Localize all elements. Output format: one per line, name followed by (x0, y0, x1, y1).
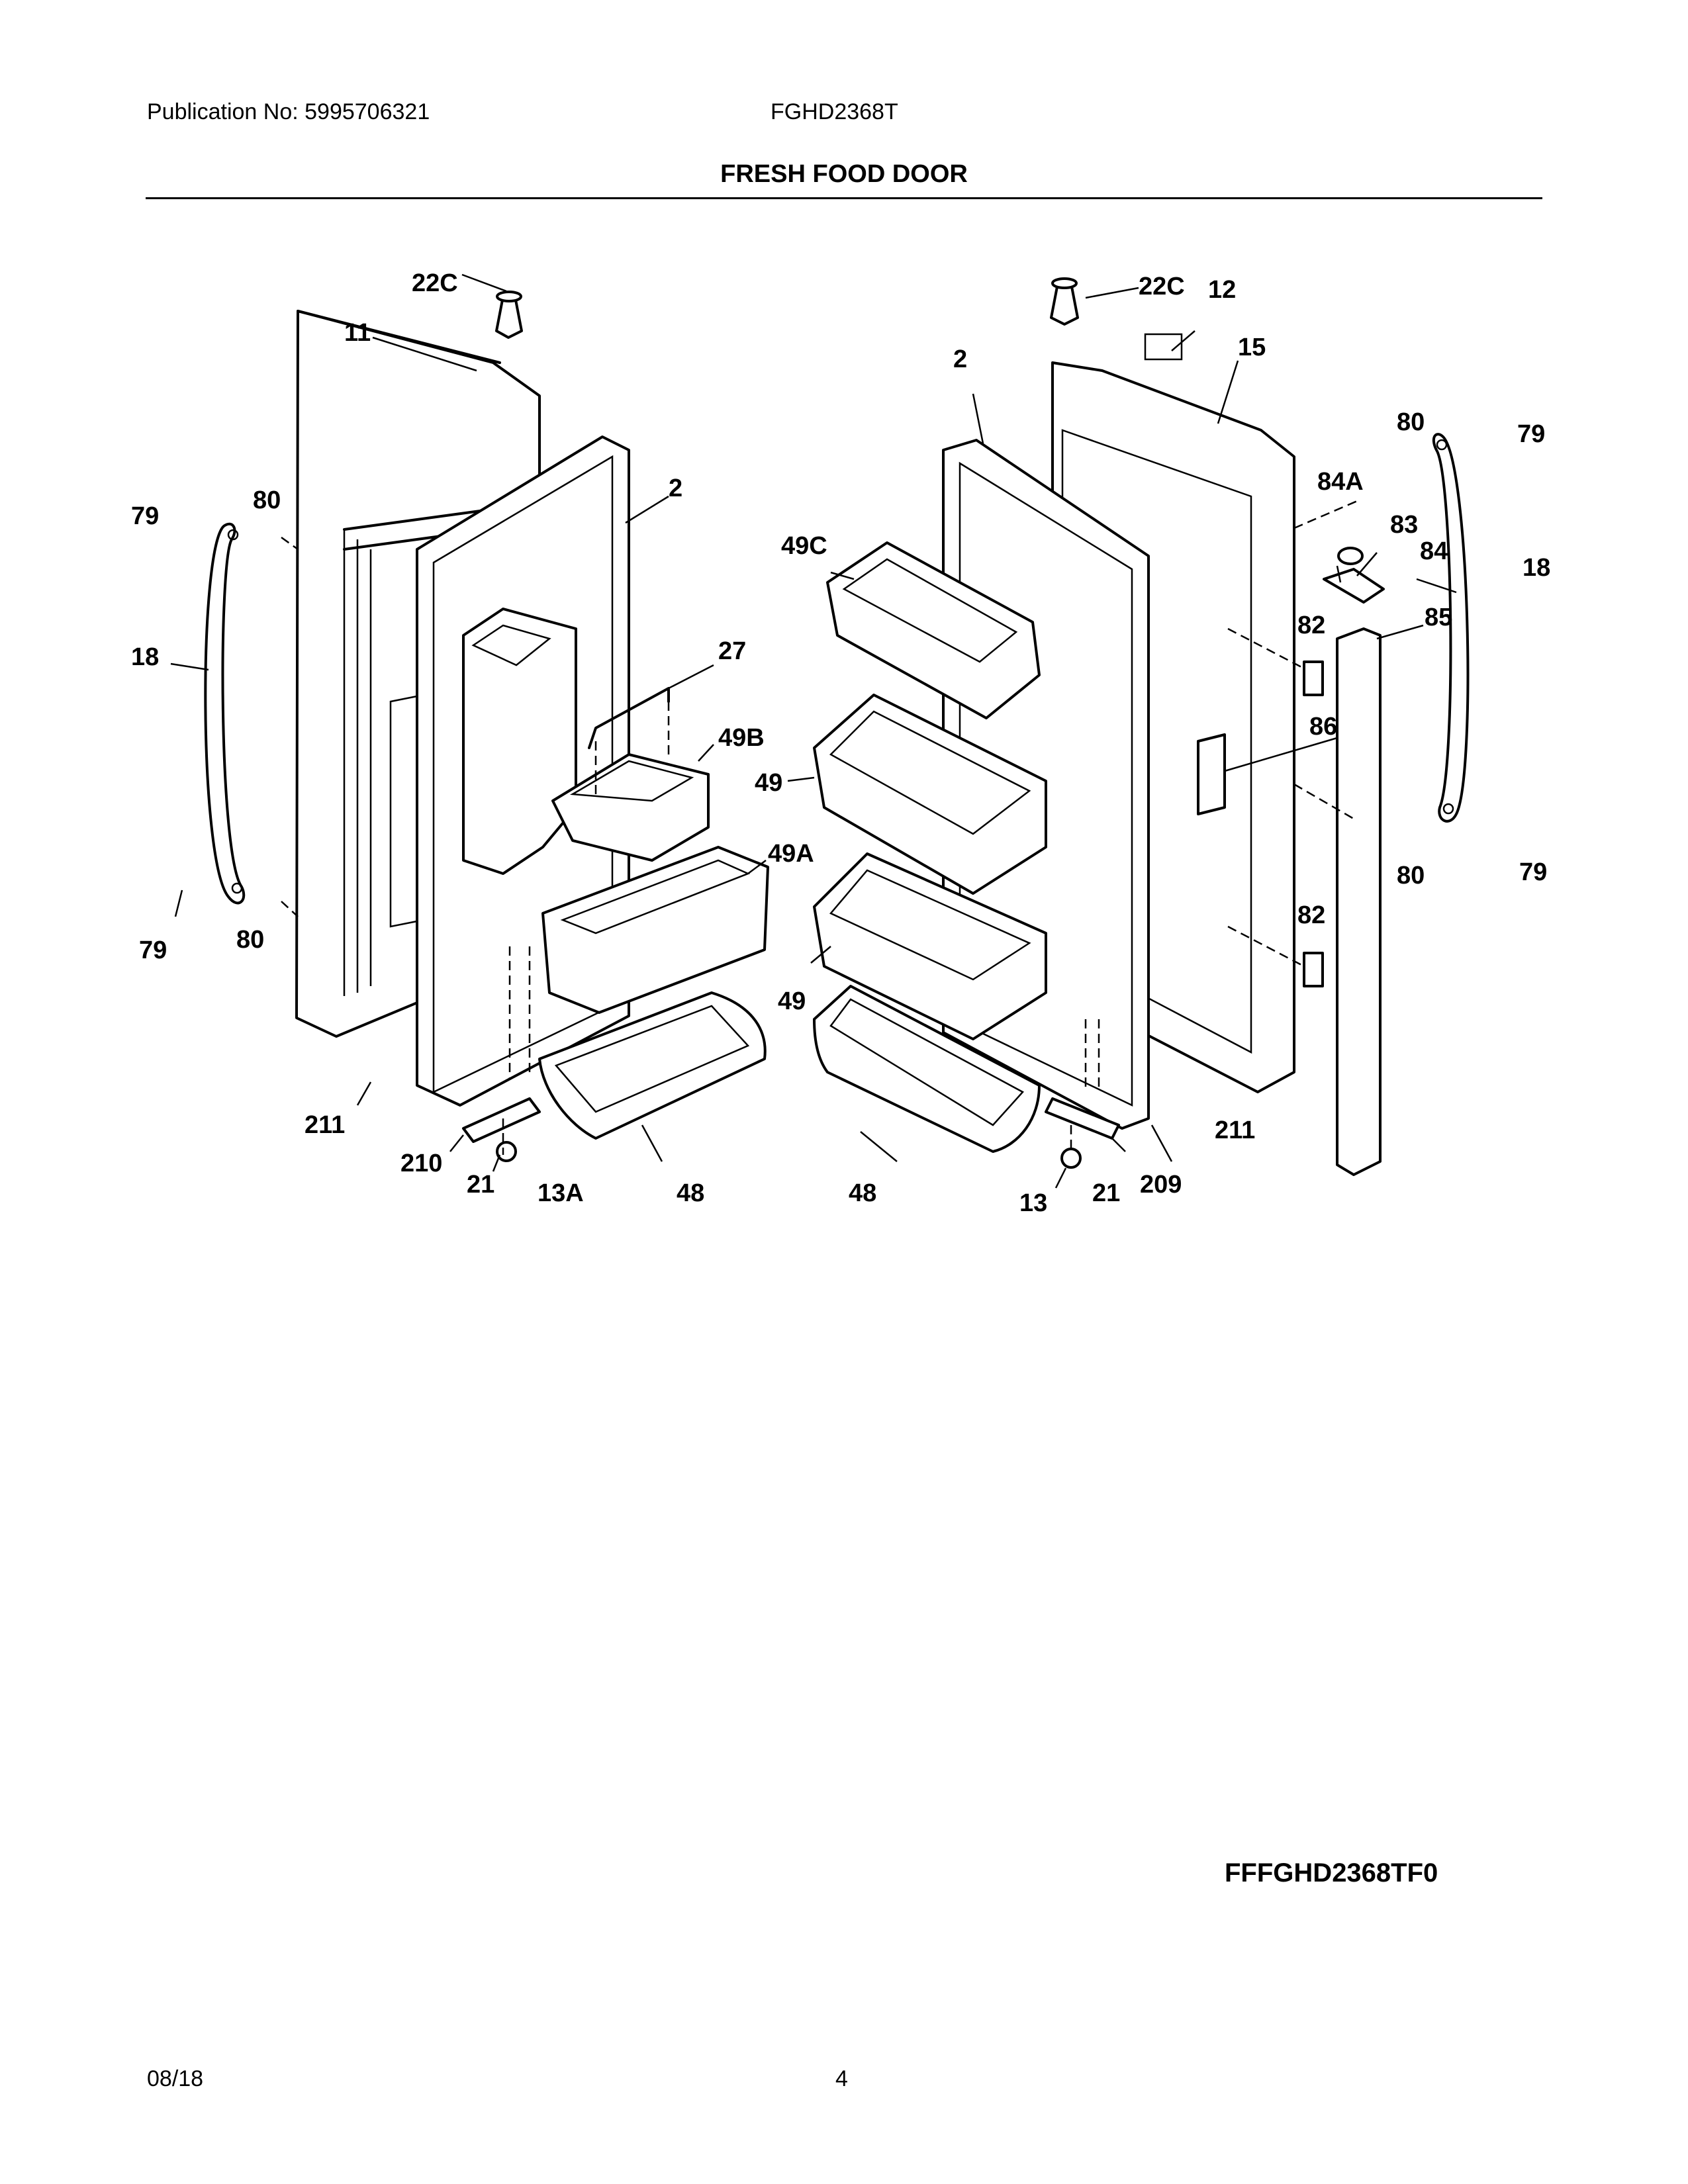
bin-48-left (538, 991, 767, 1140)
callout-209: 209 (1140, 1171, 1182, 1199)
wire-27 (588, 687, 670, 749)
callout-15: 15 (1238, 334, 1266, 361)
callout-49b: 49B (718, 724, 765, 752)
right-cap-22c (1050, 277, 1079, 326)
callout-80-top-right: 80 (1397, 408, 1425, 436)
bin-49-bottom (813, 852, 1047, 1040)
callout-80-bottom-left: 80 (236, 926, 264, 954)
diagram-code: FFFGHD2368TF0 (1225, 1858, 1438, 1888)
callout-12: 12 (1208, 276, 1236, 304)
callout-11: 11 (344, 319, 371, 347)
callout-49a: 49A (768, 840, 814, 868)
bin-48-right (813, 985, 1041, 1153)
callout-79-top-left: 79 (131, 502, 159, 530)
left-cap-22c (495, 291, 523, 339)
exploded-parts-diagram: 22C 11 2 79 80 18 27 49B 49A 79 80 211 2… (131, 269, 1550, 1217)
callout-22c-right: 22C (1139, 273, 1185, 300)
callout-210: 210 (400, 1150, 442, 1177)
callout-18-left: 18 (131, 643, 159, 671)
callout-79-bottom-right: 79 (1519, 858, 1547, 886)
callout-211-left: 211 (305, 1111, 345, 1139)
bin-49-top (813, 694, 1047, 895)
bin-49c (826, 541, 1041, 719)
callout-79-top-right: 79 (1517, 420, 1545, 448)
callout-84: 84 (1420, 537, 1448, 565)
left-handle (204, 522, 246, 905)
right-handle (1432, 433, 1470, 823)
callout-27: 27 (718, 637, 746, 665)
bin-49b (551, 753, 710, 862)
callout-13a: 13A (538, 1179, 584, 1207)
callout-82-top: 82 (1297, 612, 1325, 639)
header-rule (146, 197, 1542, 199)
model-number: FGHD2368T (771, 99, 898, 124)
callout-18-right: 18 (1523, 554, 1550, 582)
footer-date: 08/18 (147, 2066, 204, 2091)
callout-84a: 84A (1317, 468, 1364, 496)
callout-49-top: 49 (755, 769, 782, 797)
callout-80-top-left: 80 (253, 486, 281, 514)
callout-21-right: 21 (1092, 1179, 1120, 1207)
callout-86: 86 (1309, 713, 1337, 741)
callout-83: 83 (1390, 511, 1418, 539)
callout-2-right: 2 (953, 345, 967, 373)
callout-48-right: 48 (849, 1179, 876, 1207)
callout-80-bottom-right: 80 (1397, 862, 1425, 889)
left-hinge (462, 1097, 541, 1162)
callout-79-bottom-left: 79 (139, 936, 167, 964)
callout-13: 13 (1019, 1189, 1047, 1217)
callout-49c: 49C (781, 532, 827, 560)
section-title: FRESH FOOD DOOR (720, 160, 968, 188)
publication-number: Publication No: 5995706321 (147, 99, 430, 124)
callout-85: 85 (1425, 604, 1452, 631)
callout-48-left: 48 (677, 1179, 704, 1207)
trim-strip-85 (1336, 627, 1382, 1176)
brackets-82 (1303, 660, 1324, 987)
callout-49-bottom: 49 (778, 987, 806, 1015)
callout-82-bottom: 82 (1297, 901, 1325, 929)
page-number: 4 (835, 2066, 848, 2091)
callout-22c-left: 22C (412, 269, 458, 297)
callout-211-right: 211 (1215, 1116, 1255, 1144)
callout-21-left: 21 (467, 1171, 494, 1199)
callout-2-left: 2 (669, 475, 682, 502)
